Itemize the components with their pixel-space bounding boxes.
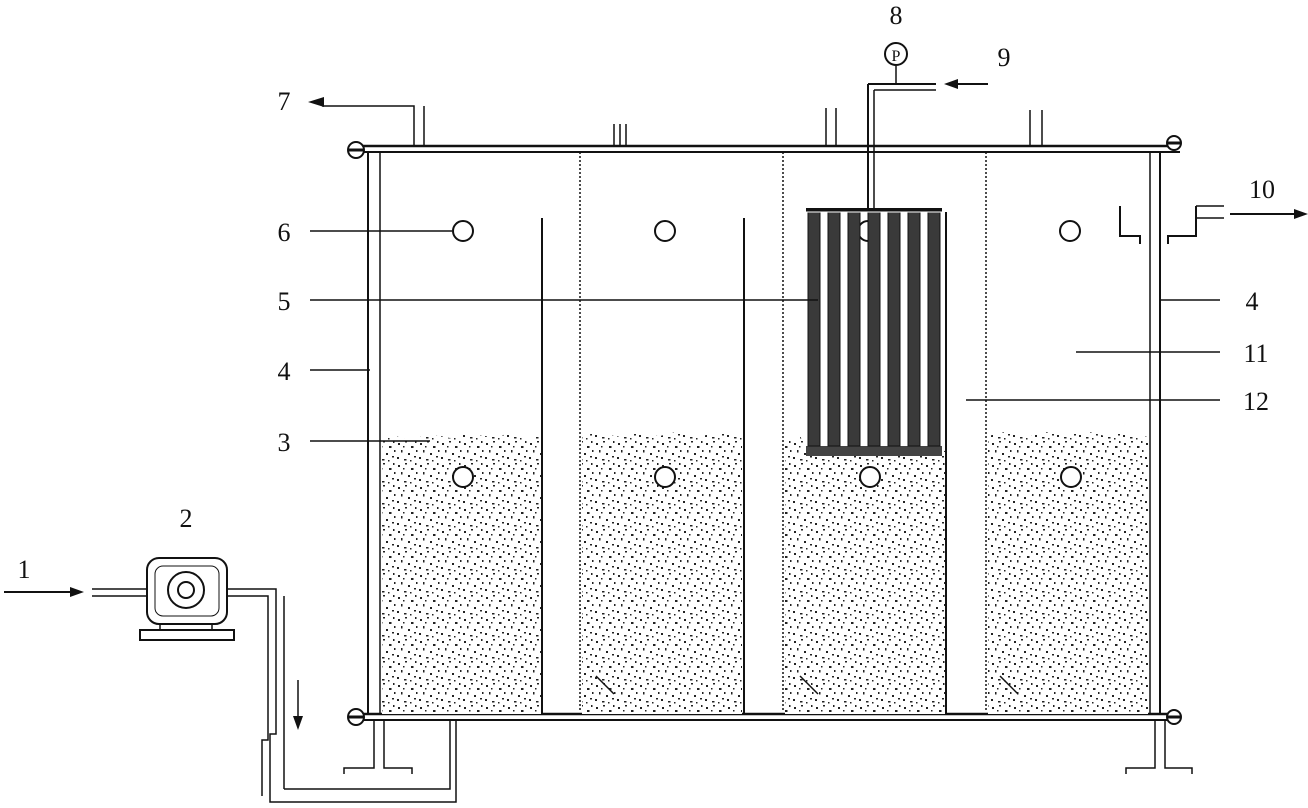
pressure-gauge-icon: P (884, 42, 908, 66)
flange-bolts (347, 135, 1182, 726)
leader-lines (310, 230, 1220, 442)
label-10: 10 (1249, 175, 1275, 204)
label-3: 3 (278, 428, 291, 457)
tank-legs (343, 720, 1193, 774)
label-2: 2 (180, 504, 193, 533)
label-4-right: 4 (1246, 287, 1259, 316)
tank-wall-left (367, 152, 381, 714)
effluent-outlet (1119, 205, 1308, 244)
label-6: 6 (278, 218, 291, 247)
permeate-arrow-icon (944, 79, 988, 89)
label-12: 12 (1243, 387, 1269, 416)
label-7: 7 (278, 87, 291, 116)
label-1: 1 (18, 555, 31, 584)
gauge-letter: P (892, 48, 901, 65)
label-11: 11 (1243, 339, 1268, 368)
label-8: 8 (890, 1, 903, 30)
label-4-left: 4 (278, 357, 291, 386)
label-9: 9 (998, 43, 1011, 72)
influent-pipe (92, 588, 457, 803)
tank-bottom-plate (352, 712, 1180, 721)
filter-media (382, 431, 1148, 714)
membrane-module (806, 208, 942, 456)
sampling-ports (452, 220, 1082, 488)
tank-top-plate (352, 144, 1180, 153)
label-5: 5 (278, 287, 291, 316)
influent-arrow-icon (4, 587, 84, 597)
pump-icon (139, 557, 235, 641)
top-nozzles (613, 108, 1043, 146)
tank-wall-right (1149, 152, 1161, 714)
gas-outlet (308, 97, 425, 146)
suction-pipe (867, 66, 936, 208)
media-hatches (595, 675, 1019, 695)
